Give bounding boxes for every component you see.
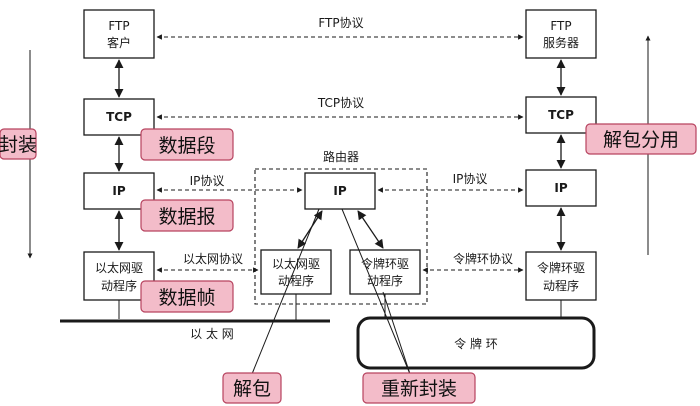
router-label: 路由器: [323, 149, 359, 164]
ip-right-label: IP: [554, 181, 567, 195]
ethernet-bus-label: 以 太 网: [190, 326, 234, 341]
decapsulate-tag: 解包: [222, 372, 282, 404]
token-driver-router-line2: 动程序: [367, 273, 403, 288]
token-ring-label: 令 牌 环: [454, 336, 498, 351]
token-driver-right-box: 令牌环驱 动程序: [525, 251, 597, 301]
arrow-router-ip-eth: [297, 210, 323, 249]
re-encapsulate-tag: 重新封装: [362, 372, 476, 404]
token-driver-right-line1: 令牌环驱: [537, 260, 585, 275]
ip-router-box: IP: [304, 172, 376, 210]
decapsulate-demux-text: 解包分用: [603, 129, 679, 151]
decapsulate-text: 解包: [233, 378, 271, 400]
tcp-right-label: TCP: [548, 108, 574, 122]
segment-tag: 数据段: [140, 128, 234, 161]
tcp-left-box: TCP: [83, 98, 155, 136]
tcp-left-label: TCP: [106, 110, 132, 124]
ftp-client-box: FTP 客户: [83, 9, 155, 59]
datagram-tag: 数据报: [140, 199, 234, 232]
datagram-text: 数据报: [158, 206, 215, 228]
encapsulate-tag: 封装: [0, 128, 37, 160]
segment-text: 数据段: [158, 135, 215, 157]
ip-right-protocol-label: IP协议: [453, 171, 488, 186]
ftp-client-line1: FTP: [108, 19, 129, 33]
decapsulate-pointer: [251, 208, 320, 375]
ethernet-protocol-label: 以太网协议: [183, 251, 243, 266]
ip-router-label: IP: [333, 184, 346, 198]
token-driver-right-line2: 动程序: [543, 278, 579, 293]
ftp-server-box: FTP 服务器: [525, 9, 597, 59]
eth-driver-left-line2: 动程序: [101, 278, 137, 293]
tcp-right-box: TCP: [525, 96, 597, 134]
decapsulate-demux-tag: 解包分用: [585, 123, 697, 155]
token-ring: [356, 316, 596, 370]
token-driver-router-box: 令牌环驱 动程序: [349, 249, 421, 295]
ftp-server-line1: FTP: [550, 19, 571, 33]
frame-text: 数据帧: [158, 287, 215, 309]
arrow-router-ip-token: [357, 210, 384, 249]
token-driver-router-line1: 令牌环驱: [361, 256, 409, 271]
ftp-client-line2: 客户: [107, 35, 131, 50]
frame-tag: 数据帧: [140, 280, 234, 313]
eth-driver-router-box: 以太网驱 动程序: [260, 249, 332, 295]
eth-driver-left-line1: 以太网驱: [95, 260, 143, 275]
tcp-protocol-label: TCP协议: [317, 95, 364, 110]
ip-right-box: IP: [525, 169, 597, 207]
router-boundary: [254, 168, 428, 305]
token-ring-protocol-label: 令牌环协议: [453, 251, 513, 266]
re-encapsulate-pointer-1: [341, 208, 411, 375]
ftp-server-line2: 服务器: [543, 35, 579, 50]
re-encapsulate-pointer-2: [382, 291, 411, 375]
encapsulate-text: 封装: [0, 134, 37, 156]
eth-driver-router-line2: 动程序: [278, 273, 314, 288]
eth-driver-router-line1: 以太网驱: [272, 256, 320, 271]
ip-left-protocol-label: IP协议: [190, 173, 225, 188]
re-encapsulate-text: 重新封装: [381, 378, 457, 400]
ip-left-label: IP: [112, 184, 125, 198]
ftp-protocol-label: FTP协议: [318, 15, 363, 30]
